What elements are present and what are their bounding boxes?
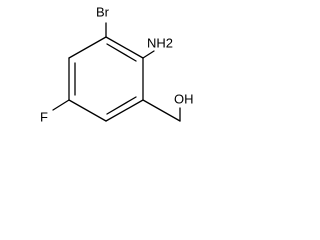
atom-label-f: F [40, 109, 48, 124]
ring-bond-c2-c3 [105, 36, 144, 59]
atom-label-br: Br [96, 4, 110, 19]
atom-label-nh2: NH2 [147, 35, 173, 50]
ring-double-bond-lower-right [106, 96, 137, 115]
ring-double-bond-upper-right [106, 43, 137, 62]
bond-to-f [52, 99, 70, 111]
atom-label-oh: OH [174, 91, 194, 106]
chemical-structure: Br NH2 F OH [40, 4, 194, 124]
bond-to-nh2 [142, 50, 155, 59]
ring-bond-c5-c6 [68, 99, 107, 122]
ring-bond-c1-c2 [68, 36, 107, 59]
ring-bond-c4-c5 [105, 99, 144, 122]
bond-to-ch2 [142, 99, 181, 122]
